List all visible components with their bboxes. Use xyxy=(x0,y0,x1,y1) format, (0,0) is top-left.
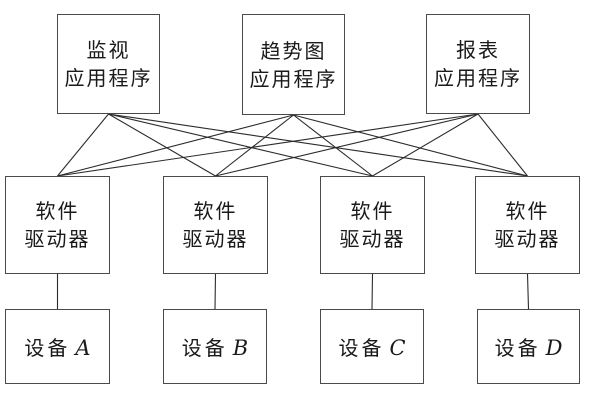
connector-line xyxy=(57,114,294,177)
connector-line xyxy=(526,273,530,310)
node-label: 趋势图 应用程序 xyxy=(249,38,338,91)
connector-line xyxy=(372,113,479,177)
node-label: 软件 驱动器 xyxy=(182,199,249,251)
device-label-letter: C xyxy=(389,336,406,360)
connector-line xyxy=(293,114,528,177)
device-label-letter: A xyxy=(75,336,91,360)
node-device-c: 设备 C xyxy=(320,309,424,384)
device-label-prefix: 设备 xyxy=(24,336,71,360)
node-label: 报表 应用程序 xyxy=(434,38,522,90)
node-device-a: 设备 A xyxy=(5,309,110,384)
device-label-prefix: 设备 xyxy=(494,336,541,360)
node-monitor-application: 监视 应用程序 xyxy=(57,14,160,114)
node-report-application: 报表 应用程序 xyxy=(426,14,530,114)
node-label: 软件 驱动器 xyxy=(24,199,91,251)
connector-line xyxy=(215,113,479,177)
device-label-prefix: 设备 xyxy=(338,336,385,360)
node-trend-chart-application: 趋势图 应用程序 xyxy=(242,14,345,115)
node-label: 设备 C xyxy=(338,332,405,361)
node-label: 设备 D xyxy=(495,332,563,361)
node-software-driver-3: 软件 驱动器 xyxy=(320,176,425,274)
node-software-driver-1: 软件 驱动器 xyxy=(5,176,110,274)
device-label-prefix: 设备 xyxy=(181,336,228,360)
connector-line xyxy=(108,113,528,177)
connector-line xyxy=(215,114,294,177)
node-software-driver-2: 软件 驱动器 xyxy=(163,176,268,274)
device-label-letter: D xyxy=(545,336,563,360)
device-label-letter: B xyxy=(232,336,249,360)
connector-line xyxy=(57,113,109,177)
connector-line xyxy=(108,113,216,177)
connector-line xyxy=(57,113,479,177)
node-label: 软件 驱动器 xyxy=(339,199,406,251)
connector-line xyxy=(108,113,373,177)
node-label: 软件 驱动器 xyxy=(494,199,561,251)
node-label: 设备 A xyxy=(24,332,90,361)
connector-line xyxy=(477,113,528,177)
node-device-b: 设备 B xyxy=(163,309,267,384)
connector-line xyxy=(371,273,374,310)
connector-line xyxy=(214,273,217,310)
node-label: 设备 B xyxy=(182,332,248,361)
node-label: 监视 应用程序 xyxy=(64,38,153,90)
connector-line xyxy=(293,114,373,177)
node-device-d: 设备 D xyxy=(477,309,580,384)
node-software-driver-4: 软件 驱动器 xyxy=(475,176,580,274)
